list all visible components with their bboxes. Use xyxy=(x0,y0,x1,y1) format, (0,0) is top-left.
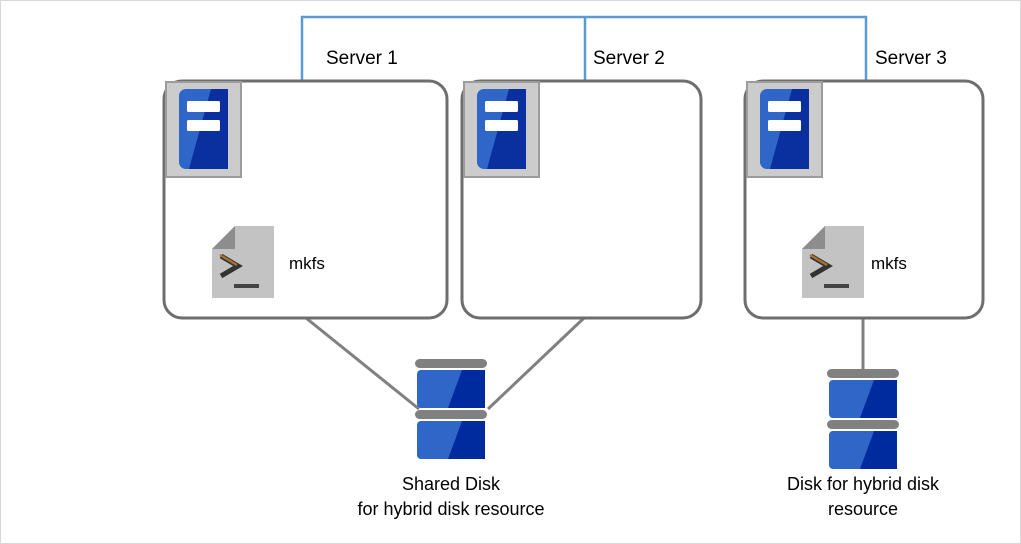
server-icon xyxy=(165,81,242,178)
disk-stack-icon xyxy=(415,359,487,459)
cluster-bracket xyxy=(300,15,868,81)
server-label-2: Server 2 xyxy=(593,48,665,69)
server-icon xyxy=(746,81,823,178)
server-icon xyxy=(463,81,540,178)
shared-disk-caption: Shared Disk for hybrid disk resource xyxy=(357,474,545,519)
terminal-document-icon xyxy=(802,226,864,298)
terminal-document-icon xyxy=(212,226,274,298)
hybrid-disk-caption: Disk for hybrid disk resource xyxy=(786,474,940,519)
disk-stack-icon xyxy=(827,369,899,469)
server-label-3: Server 3 xyxy=(875,48,947,69)
mkfs-label-server-1: mkfs xyxy=(289,254,325,273)
connector-lines xyxy=(305,316,865,411)
mkfs-label-server-3: mkfs xyxy=(871,254,907,273)
server-label-1: Server 1 xyxy=(326,48,398,69)
